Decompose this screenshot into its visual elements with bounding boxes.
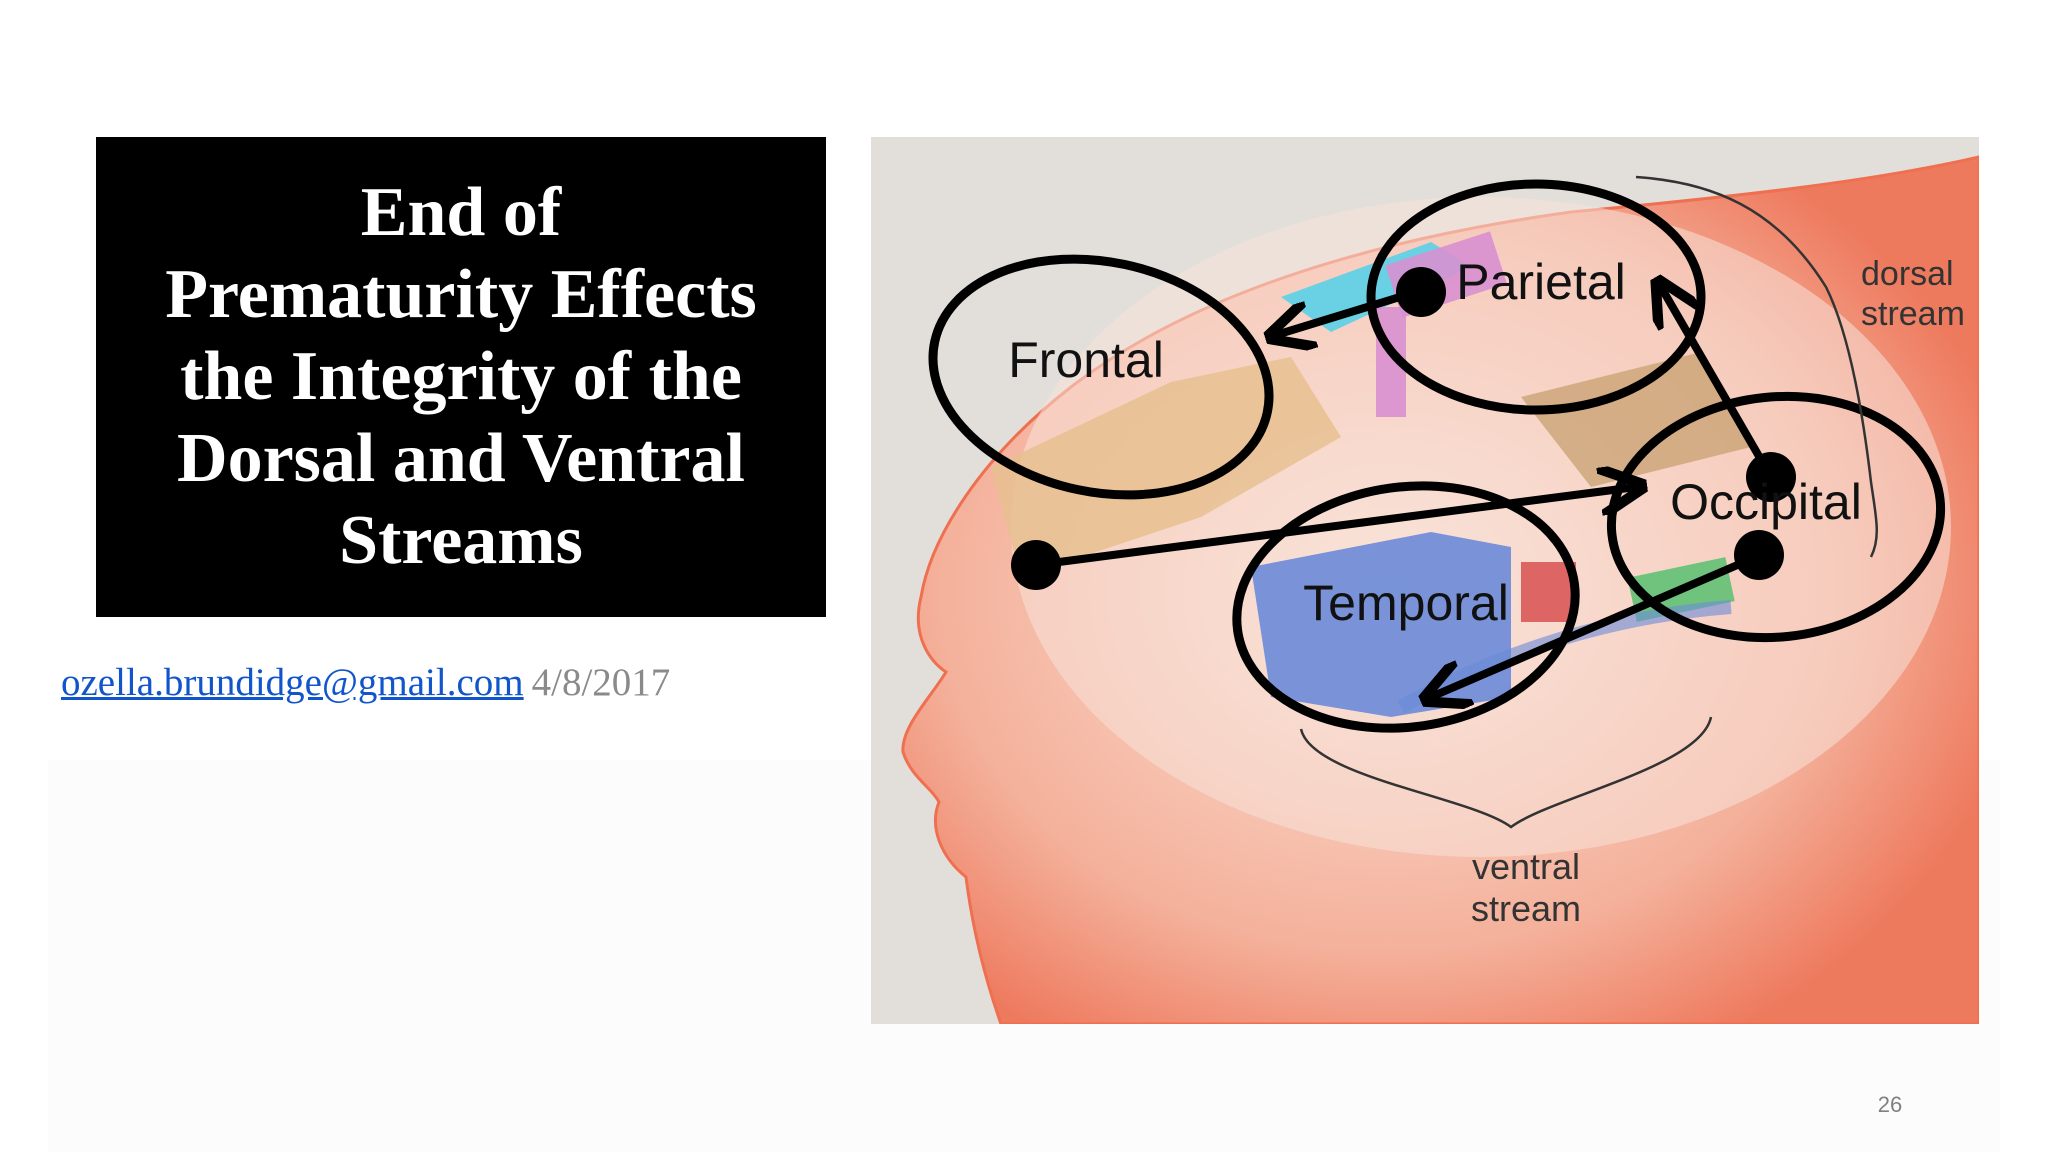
occipital-dot-lower xyxy=(1734,530,1784,580)
frontal-block xyxy=(991,357,1341,577)
arrow-occipital-to-temporal xyxy=(1431,553,1758,697)
email-link[interactable]: ozella.brundidge@gmail.com xyxy=(61,661,524,704)
title-box: End of Prematurity Effects the Integrity… xyxy=(96,137,826,617)
brain-diagram: Frontal Parietal Occipital Temporal dors… xyxy=(871,137,1979,1024)
arrow-eye-to-occipital xyxy=(1035,487,1636,569)
ventral-stream-label-line1: ventral xyxy=(1472,846,1580,887)
arrow-parietal-to-frontal xyxy=(1276,288,1418,335)
page-number: 26 xyxy=(1877,1092,1903,1117)
brain-area xyxy=(1011,197,1951,857)
occipital-label: Occipital xyxy=(1670,474,1862,530)
red-block xyxy=(1521,562,1576,622)
dorsal-stream-label-line2: stream xyxy=(1861,295,1965,333)
eye-dot xyxy=(1011,540,1061,590)
motion-block xyxy=(1521,352,1751,487)
frontal-label: Frontal xyxy=(1008,332,1164,388)
ventral-stream-label-line2: stream xyxy=(1471,888,1581,929)
slide-title: End of Prematurity Effects the Integrity… xyxy=(165,174,757,579)
date-text: 4/8/2017 xyxy=(531,661,671,704)
dorsal-bracket xyxy=(1635,175,1879,558)
parietal-label: Parietal xyxy=(1456,254,1626,310)
occipital-ellipse xyxy=(1606,391,1946,643)
parietal-dot xyxy=(1396,267,1446,317)
brain-figure: Frontal Parietal Occipital Temporal dors… xyxy=(871,137,1979,1024)
frontal-ellipse xyxy=(928,254,1274,500)
parietal-ellipse xyxy=(1366,179,1706,415)
occipital-dot-upper xyxy=(1746,452,1796,502)
dorsal-stream-label-line1: dorsal xyxy=(1861,255,1954,293)
temporal-label: Temporal xyxy=(1303,575,1509,631)
temporal-ellipse xyxy=(1232,481,1580,733)
ventral-bracket xyxy=(1299,716,1713,829)
arrow-occipital-to-parietal xyxy=(1661,287,1775,480)
